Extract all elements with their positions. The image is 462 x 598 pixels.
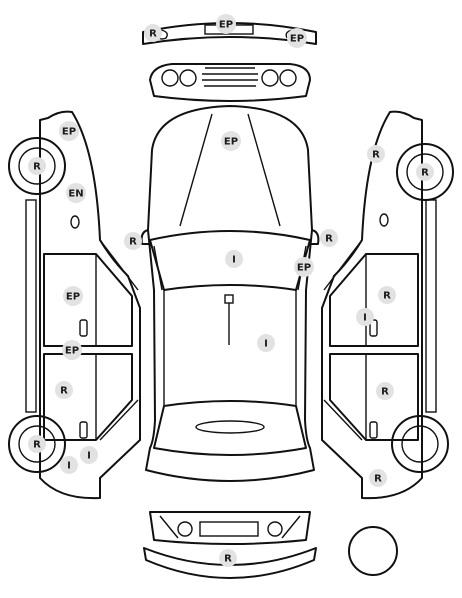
marker-code: EP [62, 127, 76, 138]
marker-left-front-door: EP [63, 286, 83, 306]
marker-badge [221, 131, 241, 151]
marker-right-rear-quarter: R [369, 469, 387, 487]
rear-lights [149, 511, 311, 545]
marker-code: R [421, 168, 429, 179]
marker-code: R [374, 474, 382, 485]
marker-front-bumper-left: R [144, 24, 162, 42]
marker-badge [28, 435, 46, 453]
marker-badge [369, 469, 387, 487]
marker-code: EP [66, 292, 80, 303]
front-grille [149, 63, 311, 102]
marker-left-rear-door: R [55, 381, 73, 399]
marker-badge [287, 28, 307, 48]
marker-badge [62, 340, 82, 360]
marker-left-front-fender-badge: EN [66, 183, 86, 203]
marker-left-sill: EP [62, 340, 82, 360]
marker-badge [376, 382, 394, 400]
damage-markers: R EP EP EP R R I EP I R EP EN EP EP R R I I R R R I R R R [28, 14, 434, 567]
marker-code: I [264, 339, 268, 350]
marker-front-bumper-right: EP [287, 28, 307, 48]
marker-badge [356, 308, 374, 326]
marker-code: EP [290, 34, 304, 45]
marker-left-rear-wheel: R [28, 435, 46, 453]
marker-badge [63, 286, 83, 306]
marker-badge [66, 183, 86, 203]
marker-code: I [363, 313, 367, 324]
marker-badge [378, 286, 396, 304]
marker-code: R [129, 237, 137, 248]
marker-badge [216, 14, 236, 34]
marker-code: I [87, 451, 91, 462]
marker-badge [320, 229, 338, 247]
marker-code: R [33, 440, 41, 451]
marker-roof: I [257, 334, 275, 352]
spare-circle [348, 526, 398, 576]
marker-badge [60, 456, 78, 474]
marker-right-front-wheel: R [416, 163, 434, 181]
marker-badge [59, 121, 79, 141]
marker-code: R [60, 386, 68, 397]
marker-code: EN [68, 189, 83, 200]
marker-windshield: I [225, 250, 243, 268]
marker-code: R [372, 150, 380, 161]
marker-roof-right-side: EP [294, 257, 314, 277]
rear-bumper [143, 547, 317, 579]
marker-right-rear-door: R [376, 382, 394, 400]
marker-left-front-fender: EP [59, 121, 79, 141]
marker-left-mirror: R [124, 232, 142, 250]
marker-left-front-wheel: R [28, 157, 46, 175]
hook-left-icon [157, 29, 168, 40]
marker-badge [80, 446, 98, 464]
marker-code: I [67, 461, 71, 472]
marker-badge [124, 232, 142, 250]
marker-badge [294, 257, 314, 277]
marker-code: EP [65, 346, 79, 357]
marker-left-rear-quarter-1: I [80, 446, 98, 464]
car-top-view [140, 105, 320, 482]
marker-right-mirror: R [320, 229, 338, 247]
marker-right-front-fender: R [367, 145, 385, 163]
marker-right-door-handle: I [356, 308, 374, 326]
marker-right-front-door: R [378, 286, 396, 304]
right-side-view [321, 110, 454, 500]
marker-hood: EP [221, 131, 241, 151]
marker-front-bumper-center: EP [216, 14, 236, 34]
marker-code: EP [219, 20, 233, 31]
marker-code: R [383, 291, 391, 302]
marker-code: I [232, 255, 236, 266]
marker-code: R [224, 554, 232, 565]
marker-code: EP [224, 137, 238, 148]
marker-badge [367, 145, 385, 163]
marker-code: R [381, 387, 389, 398]
marker-badge [144, 24, 162, 42]
marker-rear-bumper: R [219, 549, 237, 567]
marker-left-rear-quarter-2: I [60, 456, 78, 474]
marker-badge [55, 381, 73, 399]
marker-badge [28, 157, 46, 175]
marker-badge [416, 163, 434, 181]
marker-badge [219, 549, 237, 567]
marker-code: R [149, 29, 157, 40]
marker-badge [225, 250, 243, 268]
marker-badge [257, 334, 275, 352]
marker-code: R [33, 162, 41, 173]
marker-code: EP [297, 263, 311, 274]
left-side-view [8, 110, 141, 500]
marker-code: R [325, 234, 333, 245]
